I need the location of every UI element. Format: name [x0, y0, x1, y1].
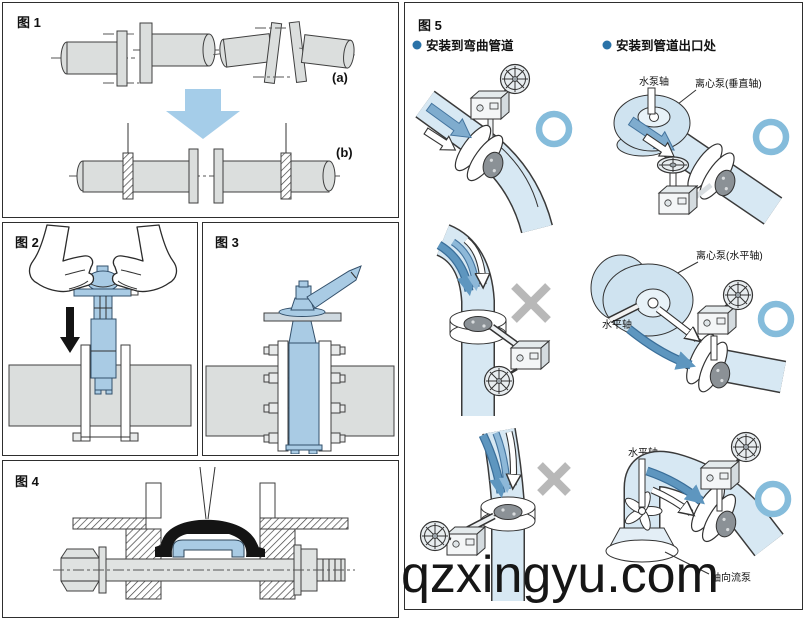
label-pump-shaft: 水泵轴: [639, 75, 669, 88]
fig1-angled-pipes-illustration: [213, 21, 355, 84]
fig2-valve-illustration: [73, 265, 139, 395]
incorrect-mark-r2l: [511, 283, 551, 323]
figure-1-title: 图 1: [17, 15, 41, 30]
figure-4-panel: 图 4: [2, 460, 399, 618]
label-centrifugal-horizontal: 离心泵(水平轴): [696, 249, 763, 262]
fig3-valve-illustration: [263, 265, 362, 454]
section-bullet-left: [412, 40, 422, 50]
fig4-disc-section: [172, 539, 245, 558]
figure-1-panel: 图 1: [2, 2, 399, 218]
fig5-cell-valve-upstream-of-bend: [415, 63, 573, 234]
label-horizontal-shaft-mid: 水平轴: [602, 318, 632, 331]
correct-mark-r1r: [752, 118, 790, 156]
correct-mark-r2r: [757, 300, 795, 338]
watermark: qzxingyu.com: [401, 546, 719, 604]
fig5-cell-valve-after-bend-right: [435, 224, 551, 416]
incorrect-mark-r3l: [537, 462, 571, 496]
label-axial-pump: 轴向流泵: [711, 571, 751, 584]
figure-4-title: 图 4: [15, 474, 40, 489]
fig1-aligned-pipes-illustration: [69, 123, 341, 204]
fig1-label-b: (b): [336, 145, 353, 160]
section-header-bend: 安装到弯曲管道: [426, 38, 514, 53]
fig5-cell-valve-after-bend-left: [419, 428, 571, 601]
figure-2-title: 图 2: [15, 235, 39, 250]
correct-mark-r1l: [535, 110, 573, 148]
fig1-offset-pipes-illustration: [51, 22, 219, 87]
fig3-bolts: [263, 344, 346, 444]
figure-5-title: 图 5: [418, 18, 442, 33]
fig4-rubber-seat: [155, 519, 265, 557]
fig2-hand-right-illustration: [111, 224, 178, 293]
correct-mark-r3r: [754, 480, 792, 518]
figure-3-title: 图 3: [215, 235, 239, 250]
figure-3-panel: 图 3: [202, 222, 399, 456]
fig5-cell-outlet-horizontal-pump: 离心泵(水平轴) 水平轴: [590, 249, 795, 397]
section-bullet-right: [602, 40, 612, 50]
fig5-cell-outlet-vertical-pump: 水泵轴 离心泵(垂直轴): [613, 75, 790, 225]
fig4-cross-section-illustration: [53, 466, 355, 600]
fig5-cell-outlet-axial-pump: 水平轴: [605, 431, 792, 584]
figure-5-panel: 图 5 安装到弯曲管道 安装到管道出口处: [404, 2, 803, 610]
figure-2-panel: 图 2: [2, 222, 198, 456]
section-header-outlet: 安装到管道出口处: [616, 38, 717, 53]
fig1-down-arrow: [166, 89, 240, 139]
fig2-down-arrow: [60, 307, 80, 353]
fig3-lever-handle: [306, 265, 362, 309]
fig1-label-a: (a): [332, 70, 348, 85]
label-centrifugal-vertical: 离心泵(垂直轴): [695, 77, 762, 90]
fig2-hand-left-illustration: [28, 224, 95, 293]
